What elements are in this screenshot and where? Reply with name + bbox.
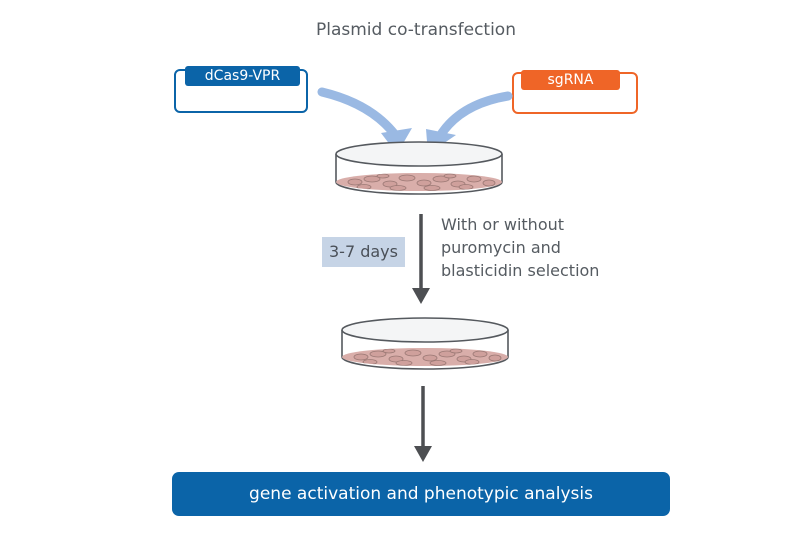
sgrna-label: sgRNA (521, 70, 620, 90)
dcas9-vpr-label: dCas9-VPR (185, 66, 300, 86)
culture-dish-initial (335, 141, 503, 195)
selection-note-line-2: puromycin and (441, 238, 561, 257)
selection-note: With or without puromycin and blasticidi… (441, 213, 599, 282)
selection-note-line-1: With or without (441, 215, 565, 234)
duration-label: 3-7 days (322, 237, 405, 267)
incubation-arrow (412, 214, 430, 304)
diagram-title: Plasmid co-transfection (316, 20, 516, 40)
transfection-arrow-left (317, 87, 412, 154)
result-banner: gene activation and phenotypic analysis (172, 472, 670, 516)
selection-note-line-3: blasticidin selection (441, 261, 600, 280)
culture-dish-selected (341, 317, 509, 370)
analysis-arrow (414, 386, 432, 462)
